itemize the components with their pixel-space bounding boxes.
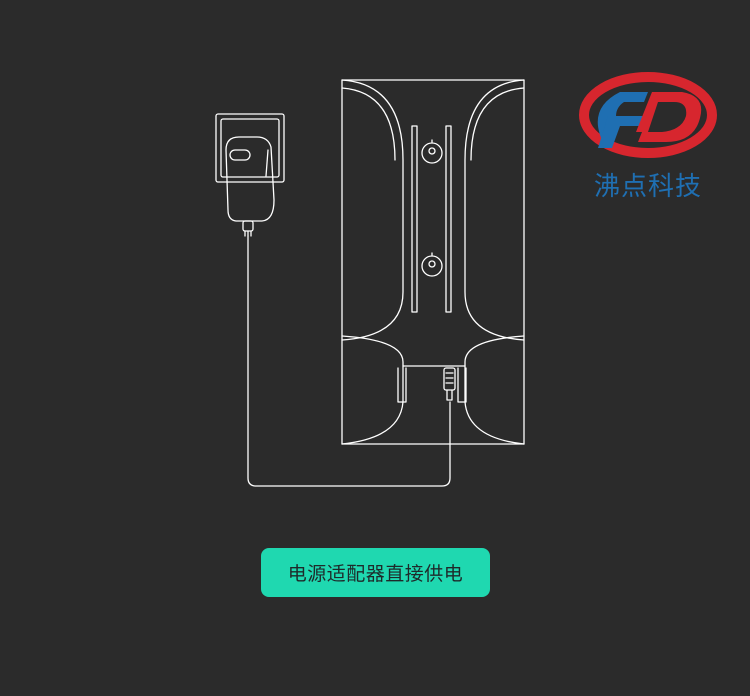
wall-socket [215,113,285,183]
power-cable [247,235,451,487]
keyhole-icon [421,139,443,164]
caption-text: 电源适配器直接供电 [287,563,464,585]
fd-logo-icon [579,72,717,158]
brand-logo: 沸点科技 [578,68,718,208]
caption-badge: 电源适配器直接供电 [261,548,490,597]
device-back-panel [341,79,525,445]
power-connector [443,367,456,401]
plug-adapter [225,136,275,237]
brand-name: 沸点科技 [593,172,702,202]
keyhole-icon [421,252,443,277]
